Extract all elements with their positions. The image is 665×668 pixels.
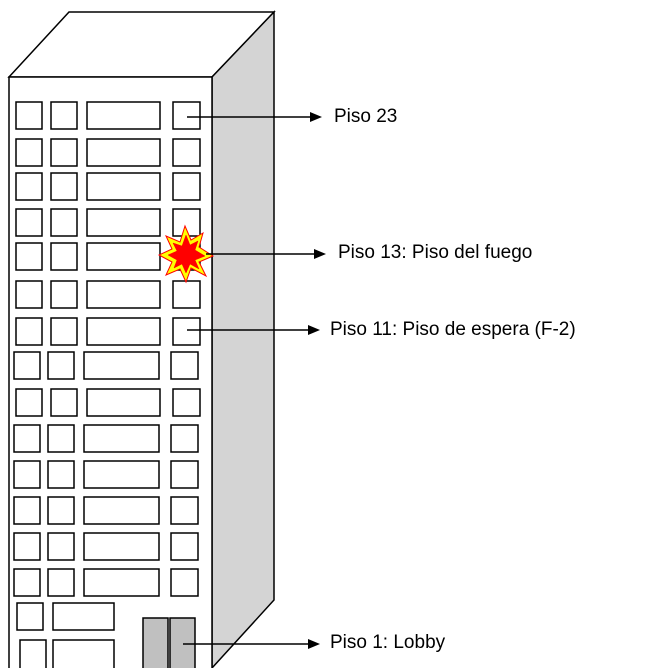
window <box>50 208 78 237</box>
window <box>170 424 199 453</box>
window <box>13 496 41 525</box>
ground-floor-windows <box>16 602 115 668</box>
window <box>170 460 199 489</box>
window <box>13 568 41 597</box>
window <box>86 208 161 237</box>
door-left <box>142 617 169 668</box>
window <box>86 138 161 167</box>
window <box>19 639 47 668</box>
label-floor-23: Piso 23 <box>334 106 398 127</box>
window <box>170 568 199 597</box>
window <box>86 317 161 346</box>
window <box>15 208 43 237</box>
window <box>86 388 161 417</box>
window <box>50 280 78 309</box>
window <box>47 460 75 489</box>
window <box>86 172 161 201</box>
arrow-floor-11 <box>187 325 320 335</box>
window <box>50 317 78 346</box>
window <box>86 101 161 130</box>
window <box>15 242 43 271</box>
label-floor-11-staging: Piso 11: Piso de espera (F-2) <box>330 319 576 340</box>
window <box>172 138 201 167</box>
window <box>50 138 78 167</box>
arrow-floor-23 <box>187 112 322 122</box>
window <box>15 388 43 417</box>
window <box>15 101 43 130</box>
window <box>15 172 43 201</box>
window <box>86 280 161 309</box>
building-side <box>211 10 275 668</box>
window <box>47 424 75 453</box>
door-right <box>169 617 196 668</box>
fire-explosion-icon <box>157 224 215 284</box>
window <box>83 351 160 380</box>
window <box>50 101 78 130</box>
window <box>13 532 41 561</box>
arrow-floor-13 <box>206 249 326 259</box>
pointer-arrows <box>183 112 326 649</box>
window <box>83 532 160 561</box>
window <box>13 424 41 453</box>
window <box>50 172 78 201</box>
window <box>47 568 75 597</box>
window <box>172 101 201 130</box>
label-floor-13-fire: Piso 13: Piso del fuego <box>338 242 533 263</box>
window <box>83 568 160 597</box>
window <box>16 602 44 631</box>
window <box>13 460 41 489</box>
lobby-doors <box>142 617 196 668</box>
window <box>83 460 160 489</box>
window <box>50 388 78 417</box>
window <box>172 388 201 417</box>
window <box>50 242 78 271</box>
window <box>170 496 199 525</box>
window <box>172 280 201 309</box>
window <box>170 532 199 561</box>
window <box>15 280 43 309</box>
window <box>83 424 160 453</box>
window <box>172 172 201 201</box>
building-windows <box>13 101 201 597</box>
window <box>170 351 199 380</box>
window <box>172 317 201 346</box>
window <box>52 602 115 631</box>
arrow-floor-1 <box>183 639 320 649</box>
window <box>86 242 161 271</box>
window <box>15 317 43 346</box>
window <box>15 138 43 167</box>
window <box>47 496 75 525</box>
window <box>83 496 160 525</box>
window <box>47 532 75 561</box>
label-floor-1-lobby: Piso 1: Lobby <box>330 632 446 653</box>
window <box>13 351 41 380</box>
window <box>52 639 115 668</box>
window <box>47 351 75 380</box>
